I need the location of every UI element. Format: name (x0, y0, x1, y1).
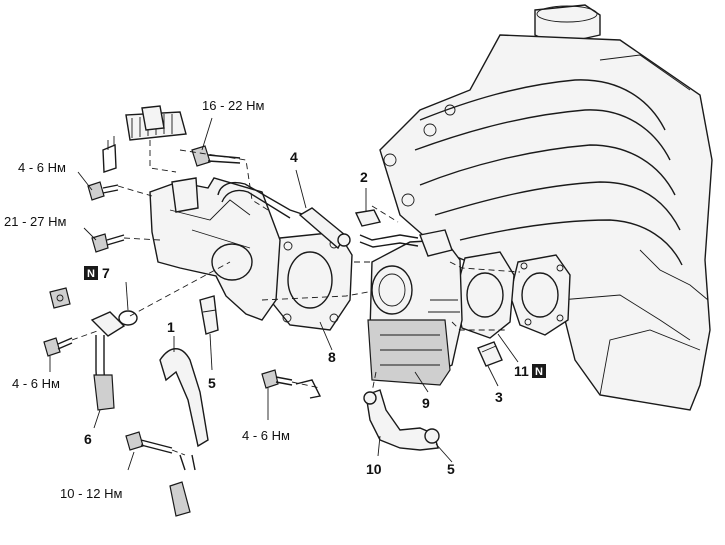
bolt-4-6-left (43, 337, 73, 357)
callout-8: 8 (328, 349, 336, 365)
callout-9: 9 (422, 395, 430, 411)
sensor-3 (477, 341, 503, 367)
new-part-badge-11-text: N (535, 366, 543, 378)
manifold-gasket-11 (454, 251, 515, 339)
leader-lines (49, 117, 519, 471)
clip-2 (354, 205, 399, 227)
callout-3: 3 (495, 389, 503, 405)
callout-7: 7 (102, 265, 110, 281)
water-pipe-6 (90, 311, 126, 411)
callout-5-left: 5 (208, 375, 216, 391)
callout-10: 10 (366, 461, 382, 477)
hose-1 (159, 348, 209, 517)
new-part-badge-11 (532, 364, 546, 378)
callout-5-right: 5 (447, 461, 455, 477)
clip-7 (49, 287, 71, 309)
torque-labels: 16 - 22 Нм 4 - 6 Нм 21 - 27 Нм 4 - 6 Нм … (4, 98, 290, 501)
vacuum-hose-top (359, 234, 419, 248)
callout-4: 4 (290, 149, 298, 165)
o-ring-7 (118, 310, 138, 326)
hose-clamp-5-left (199, 295, 219, 335)
torque-21-27: 21 - 27 Нм (4, 214, 66, 229)
hose-clamp-5-right (424, 428, 440, 444)
callout-2: 2 (360, 169, 368, 185)
sensor-connector (102, 105, 187, 173)
new-part-badge-7 (84, 266, 98, 280)
throttle-body-9 (367, 229, 463, 386)
harness-wire (295, 379, 322, 399)
intake-manifold-assembly (379, 4, 713, 411)
torque-16-22: 16 - 22 Нм (202, 98, 264, 113)
bolt-16-22 (191, 145, 241, 167)
hose-4 (298, 207, 351, 250)
torque-4-6-left: 4 - 6 Нм (12, 376, 60, 391)
bolt-10-12 (125, 431, 173, 454)
torque-10-12: 10 - 12 Нм (60, 486, 122, 501)
assembly-guide-lines (71, 149, 521, 456)
bolt-21-27 (91, 233, 125, 253)
bolt-4-6-upper (87, 181, 119, 201)
callout-1: 1 (167, 319, 175, 335)
callout-6: 6 (84, 431, 92, 447)
new-part-badge-7-text: N (87, 268, 95, 280)
callout-11: 11 (514, 363, 529, 379)
callout-labels: 1 2 3 4 5 5 6 7 8 9 10 11 N N (84, 149, 546, 477)
torque-4-6-upper: 4 - 6 Нм (18, 160, 66, 175)
torque-4-6-right: 4 - 6 Нм (242, 428, 290, 443)
bolt-4-6-right (261, 369, 293, 389)
intake-bracket-panel (149, 177, 281, 321)
breather-tube (217, 181, 306, 219)
